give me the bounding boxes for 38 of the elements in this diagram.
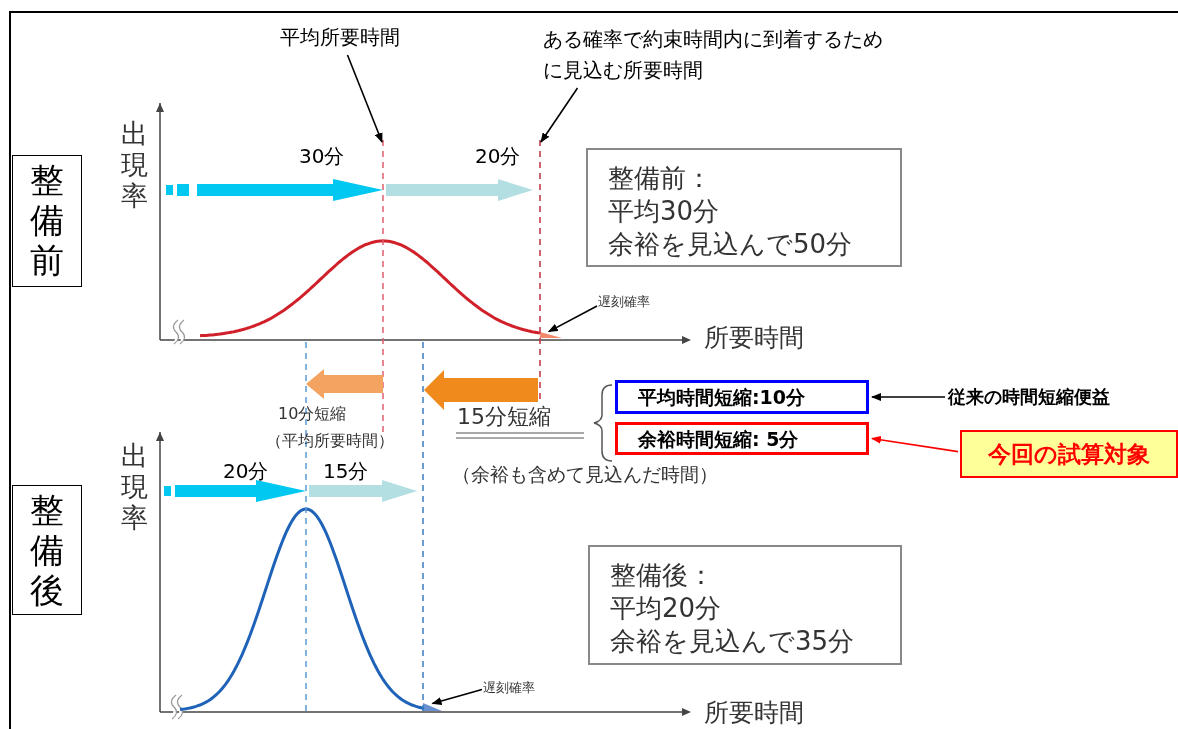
duration-label: 20分 (223, 458, 270, 484)
axis-label: 出現率 (121, 118, 149, 211)
info-box (588, 545, 902, 665)
axis-label: 所要時間 (704, 700, 805, 726)
duration-label: 30分 (299, 143, 346, 169)
note-text: 従来の時間短縮便益 (948, 385, 1173, 409)
axis-label: 出現率 (121, 440, 149, 533)
reduction-label: 15分短縮 (457, 404, 552, 430)
axis-label: 所要時間 (704, 325, 805, 351)
info-text: 平均20分 (610, 592, 723, 625)
callout-text: 平均所要時間 (280, 22, 430, 53)
arrow (871, 435, 959, 453)
reduction-note: （余裕も含めて見込んだ時間） (452, 462, 719, 487)
callout-text: ある確率で約束時間内に到着するために見込む所要時間 (543, 24, 888, 86)
callout-box: 今回の試算対象 (960, 430, 1178, 478)
duration-label: 15分 (323, 458, 370, 484)
info-box (586, 148, 902, 267)
info-text: 整備後： (610, 559, 715, 592)
leader-line (540, 87, 579, 143)
arrow (871, 393, 946, 401)
arrow (547, 305, 598, 333)
tail-area (423, 703, 442, 711)
callout-text: 遅刻確率 (483, 680, 573, 696)
side-label-box: 整備後 (12, 485, 82, 615)
arrow (431, 688, 483, 705)
highlight-box: 余裕時間短縮: 5分 (615, 422, 869, 455)
side-label-box: 整備前 (12, 155, 82, 287)
leader-line (346, 54, 383, 143)
duration-label: 20分 (475, 143, 522, 169)
reduction-label: 10分短縮 (278, 403, 348, 425)
info-text: 整備前： (608, 162, 713, 195)
callout-text: 遅刻確率 (598, 294, 688, 310)
highlight-box: 平均時間短縮:10分 (615, 380, 869, 414)
info-text: 平均30分 (608, 195, 721, 228)
tail-area (540, 332, 562, 338)
reduction-note: （平均所要時間） (266, 430, 395, 452)
info-text: 余裕を見込んで50分 (608, 228, 854, 261)
info-text: 余裕を見込んで35分 (610, 625, 856, 658)
